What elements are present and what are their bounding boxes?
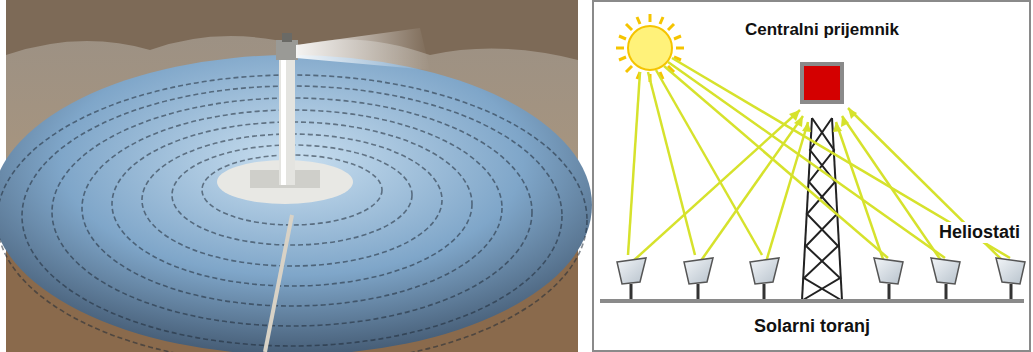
plant-photo (0, 0, 592, 352)
tower-lattice (802, 118, 842, 300)
panel-frame (593, 1, 1030, 351)
caption-text: Solarni toranj (754, 316, 870, 337)
node-heading: Centralni prijemnik (745, 20, 899, 40)
receiver-node: Centralni prijemnik (745, 20, 899, 104)
receiver-box (800, 62, 844, 104)
sun-symbol (616, 14, 684, 82)
ray-arrowheads (789, 108, 857, 132)
ground-line (600, 299, 1024, 303)
heliostat-symbols (617, 258, 1025, 300)
heliostat-label: Heliostati (937, 222, 1022, 243)
